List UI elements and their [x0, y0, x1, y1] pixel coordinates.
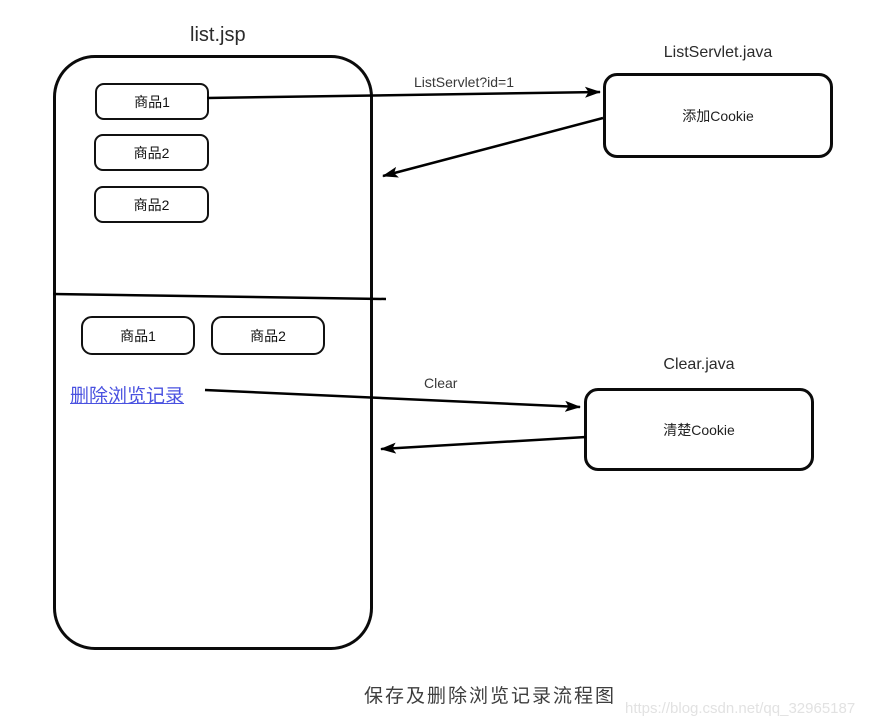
request-arrow-label: ListServlet?id=1: [414, 74, 515, 90]
list-jsp-container: 商品1 商品2 商品2 商品1 商品2 删除浏览记录: [53, 55, 373, 650]
clear-response-arrow: [380, 435, 587, 454]
product-box: 商品2: [94, 186, 209, 223]
diagram-caption: 保存及删除浏览记录流程图: [364, 686, 617, 707]
clear-arrow-label: Clear: [424, 375, 458, 391]
product-box: 商品1: [95, 83, 209, 120]
clear-title: Clear.java: [663, 356, 735, 373]
clear-box: 清楚Cookie: [584, 388, 814, 471]
product-box: 商品2: [94, 134, 209, 171]
listservlet-box: 添加Cookie: [603, 73, 833, 158]
delete-history-link[interactable]: 删除浏览记录: [70, 386, 185, 407]
product-box: 商品1: [81, 316, 195, 355]
response-arrow: [382, 116, 604, 178]
listservlet-title: ListServlet.java: [663, 44, 773, 61]
list-jsp-title: list.jsp: [190, 24, 246, 46]
product-box: 商品2: [211, 316, 325, 355]
clear-body-label: 清楚Cookie: [663, 421, 735, 438]
csdn-watermark: https://blog.csdn.net/qq_32965187: [625, 700, 856, 717]
listservlet-body-label: 添加Cookie: [682, 107, 754, 124]
